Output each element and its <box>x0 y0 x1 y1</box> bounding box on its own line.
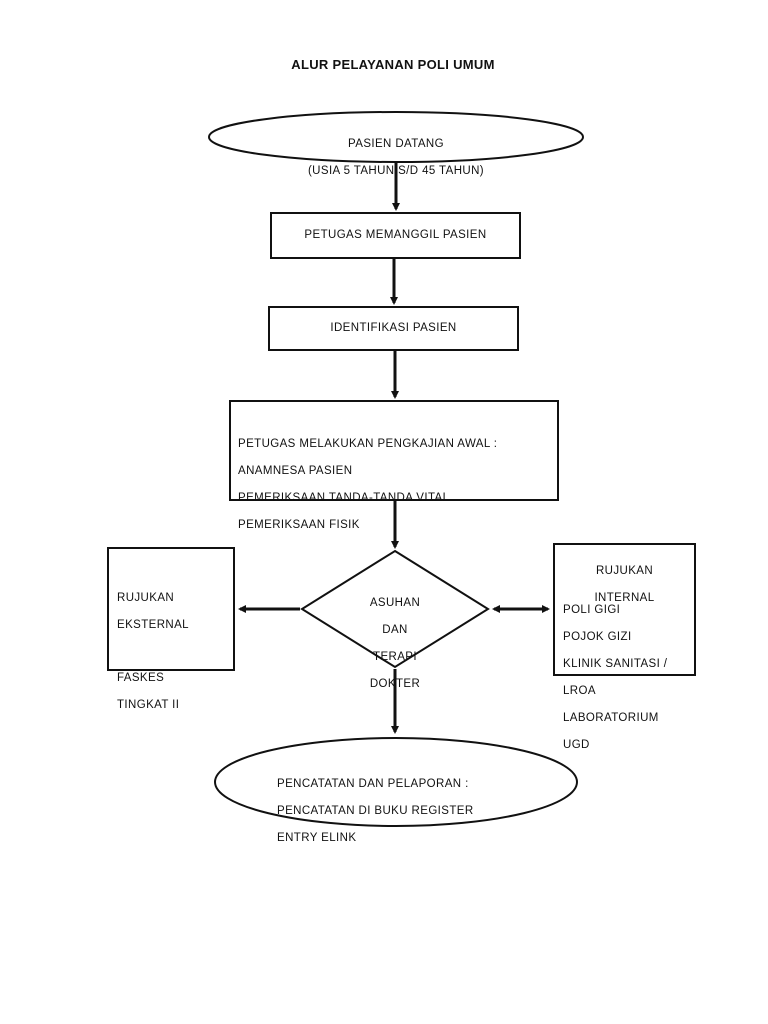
start-terminal-text: PASIEN DATANG (USIA 5 TAHUN S/D 45 TAHUN… <box>246 124 546 192</box>
internal-referral-heading: RUJUKAN INTERNAL <box>554 551 695 619</box>
internal-heading-2: INTERNAL <box>594 591 655 604</box>
decision-line-1: ASUHAN <box>369 596 421 609</box>
decision-line-2: DAN <box>382 623 408 636</box>
decision-diamond <box>300 549 490 669</box>
external-line-2: EKSTERNAL <box>117 618 189 631</box>
external-referral-box <box>107 547 235 671</box>
assessment-line-1: PETUGAS MELAKUKAN PENGKAJIAN AWAL : <box>238 437 498 450</box>
external-line-3: FASKES <box>117 672 165 684</box>
internal-item-2: POJOK GIZI <box>563 630 632 643</box>
internal-heading-1: RUJUKAN <box>595 564 654 577</box>
assessment-line-3: PEMERIKSAAN TANDA-TANDA VITAL <box>238 491 450 504</box>
external-line-1: RUJUKAN <box>117 591 175 604</box>
internal-item-5: LABORATORIUM <box>563 711 659 724</box>
decision-line-3: TERAPI <box>373 650 417 663</box>
assessment-box <box>229 400 559 501</box>
diagram-title: ALUR PELAYANAN POLI UMUM <box>291 57 495 72</box>
internal-item-3: KLINIK SANITASI / <box>563 657 668 670</box>
start-line1: PASIEN DATANG <box>348 137 444 150</box>
decision-text: ASUHAN DAN TERAPI DOKTER <box>335 583 455 705</box>
decision-line-4: DOKTER <box>369 677 421 690</box>
internal-referral-list: POLI GIGI POJOK GIZI KLINIK SANITASI / L… <box>563 590 693 766</box>
call-patient-box <box>270 212 521 259</box>
assessment-line-2: ANAMNESA PASIEN <box>238 464 353 477</box>
internal-item-4: LROA <box>563 684 596 697</box>
internal-item-1: POLI GIGI <box>563 603 621 616</box>
call-patient-label: PETUGAS MEMANGGIL PASIEN <box>304 229 487 241</box>
identify-patient-label: IDENTIFIKASI PASIEN <box>330 322 457 334</box>
internal-referral-box <box>553 543 696 676</box>
end-line-3: ENTRY ELINK <box>277 831 357 844</box>
end-line-1: PENCATATAN DAN PELAPORAN : <box>277 777 469 790</box>
end-line-2: PENCATATAN DI BUKU REGISTER <box>277 804 474 817</box>
start-line2: (USIA 5 TAHUN S/D 45 TAHUN) <box>307 164 485 177</box>
external-line-4: TINGKAT II <box>117 699 180 711</box>
end-terminal-text: PENCATATAN DAN PELAPORAN : PENCATATAN DI… <box>277 764 527 859</box>
identify-patient-box <box>268 306 519 351</box>
assessment-line-4: PEMERIKSAAN FISIK <box>238 518 360 531</box>
assessment-text: PETUGAS MELAKUKAN PENGKAJIAN AWAL : ANAM… <box>238 424 556 546</box>
external-referral-text: RUJUKAN EKSTERNAL FASKES TINGKAT II <box>117 578 229 726</box>
internal-item-6: UGD <box>563 738 590 751</box>
end-terminal <box>214 737 578 827</box>
start-terminal <box>208 111 584 163</box>
